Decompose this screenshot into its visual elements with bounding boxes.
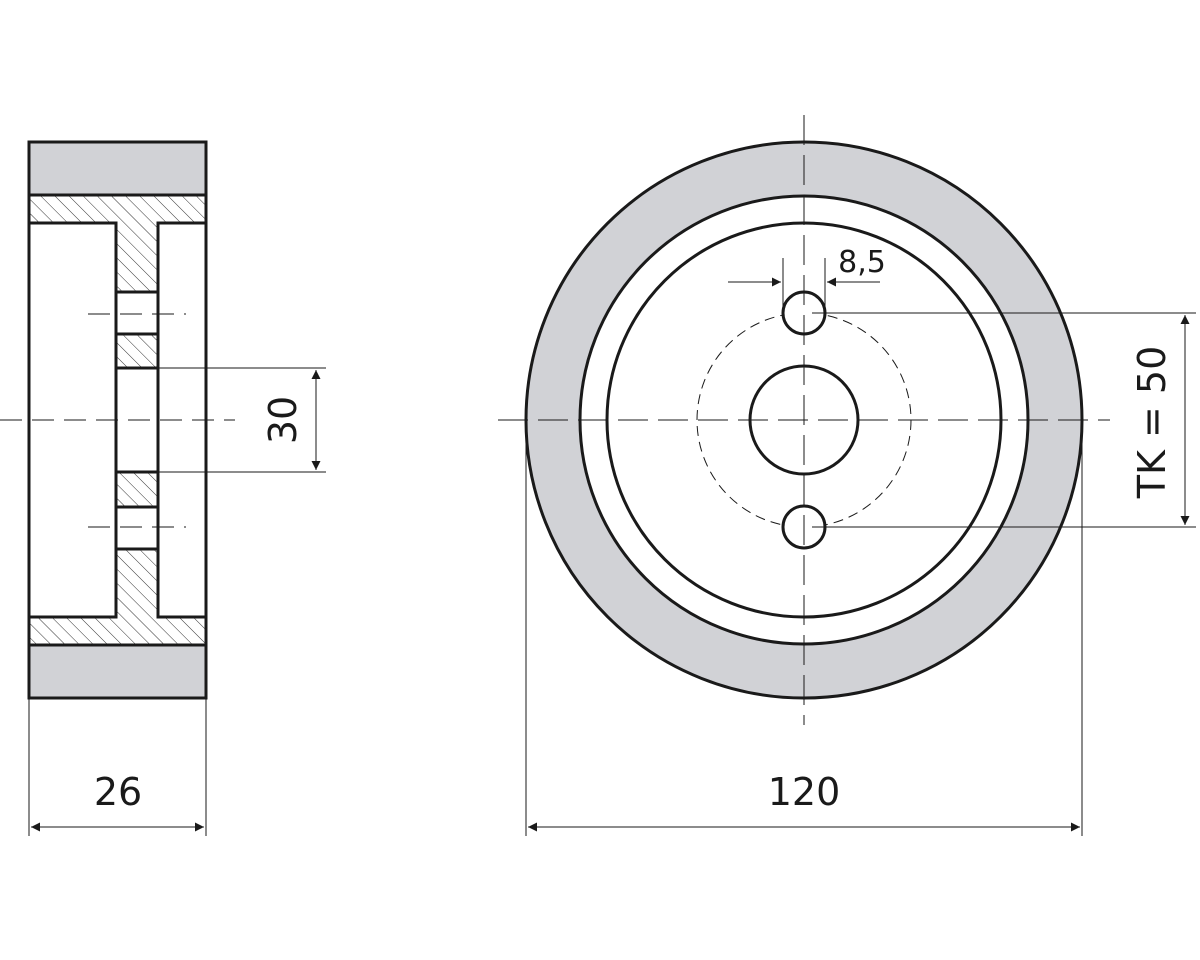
dimension-26-label: 26 bbox=[94, 770, 142, 814]
dimension-120 bbox=[525, 420, 1083, 836]
bolt-hole-top-section bbox=[114, 290, 160, 336]
tire-bottom-section bbox=[27, 643, 208, 700]
bolt-hole-bottom-section bbox=[114, 505, 160, 551]
dimension-tk-50 bbox=[812, 312, 1196, 528]
dimension-120-label: 120 bbox=[768, 770, 841, 814]
dimension-tk-50-label: TK = 50 bbox=[1130, 346, 1174, 499]
side-view: 30 26 bbox=[0, 140, 326, 836]
side-centerlines bbox=[0, 313, 235, 528]
front-centerlines bbox=[498, 115, 1110, 725]
tire-top-section bbox=[27, 140, 208, 197]
dimension-8-5 bbox=[728, 258, 880, 306]
dimension-26 bbox=[28, 698, 207, 836]
dimension-30 bbox=[158, 367, 326, 473]
front-view: 8,5 TK = 50 120 bbox=[498, 115, 1196, 836]
dimension-30-label: 30 bbox=[261, 396, 305, 444]
dimension-8-5-label: 8,5 bbox=[838, 245, 886, 280]
